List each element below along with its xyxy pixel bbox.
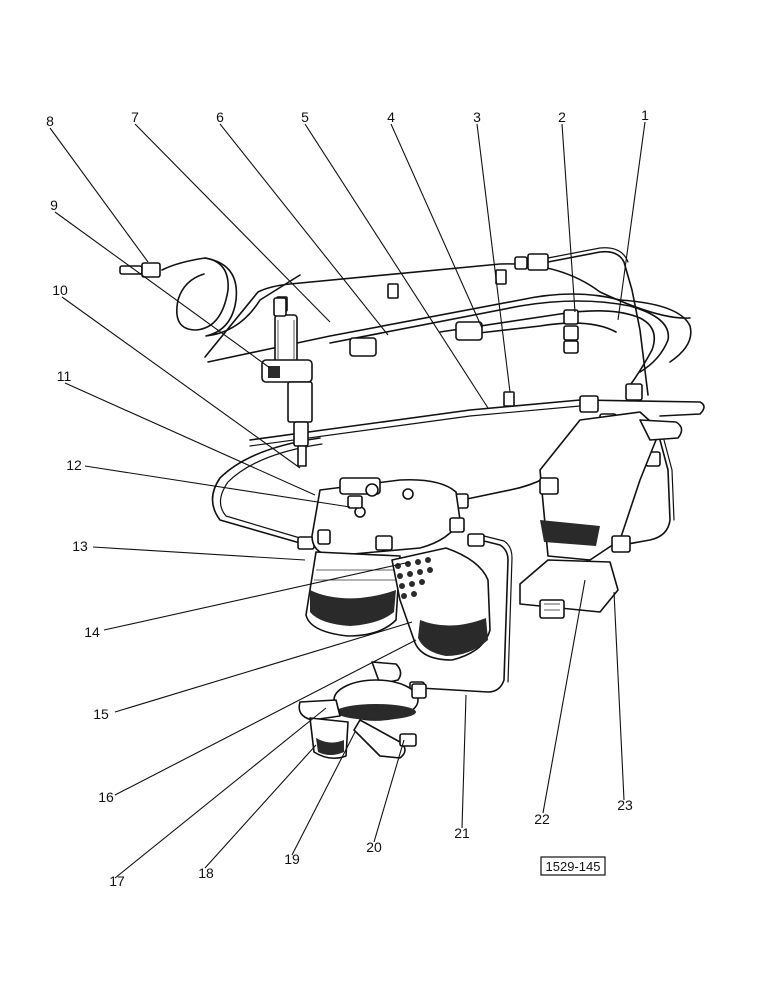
fuel-filter-assembly	[305, 477, 491, 661]
fuel-lift-pump	[298, 661, 427, 760]
callout-14: 14	[84, 624, 100, 640]
callout-4: 4	[387, 109, 395, 125]
injection-pump	[519, 411, 683, 619]
leader-lines	[49, 121, 646, 879]
callout-21: 21	[454, 825, 470, 841]
callout-18: 18	[198, 865, 214, 881]
fuel-pipes	[161, 247, 705, 693]
callout-labels: 1 2 3 4 5 6 7 8 9 10 11 12 13 14 15 16 1…	[46, 107, 649, 889]
callout-3: 3	[473, 109, 481, 125]
callout-6: 6	[216, 109, 224, 125]
callout-12: 12	[66, 457, 82, 473]
callout-17: 17	[109, 873, 125, 889]
callout-7: 7	[131, 109, 139, 125]
callout-8: 8	[46, 113, 54, 129]
callout-20: 20	[366, 839, 382, 855]
reference-code: 1529-145	[540, 856, 606, 876]
callout-9: 9	[50, 197, 58, 213]
callout-15: 15	[93, 706, 109, 722]
callout-22: 22	[534, 811, 550, 827]
callout-2: 2	[558, 109, 566, 125]
callout-13: 13	[72, 538, 88, 554]
reference-code-text: 1529-145	[546, 859, 601, 874]
injector	[261, 297, 313, 467]
callout-1: 1	[641, 107, 649, 123]
callout-23: 23	[617, 797, 633, 813]
callout-11: 11	[57, 368, 72, 384]
callout-19: 19	[284, 851, 300, 867]
callout-5: 5	[301, 109, 309, 125]
callout-16: 16	[98, 789, 114, 805]
callout-10: 10	[52, 282, 68, 298]
